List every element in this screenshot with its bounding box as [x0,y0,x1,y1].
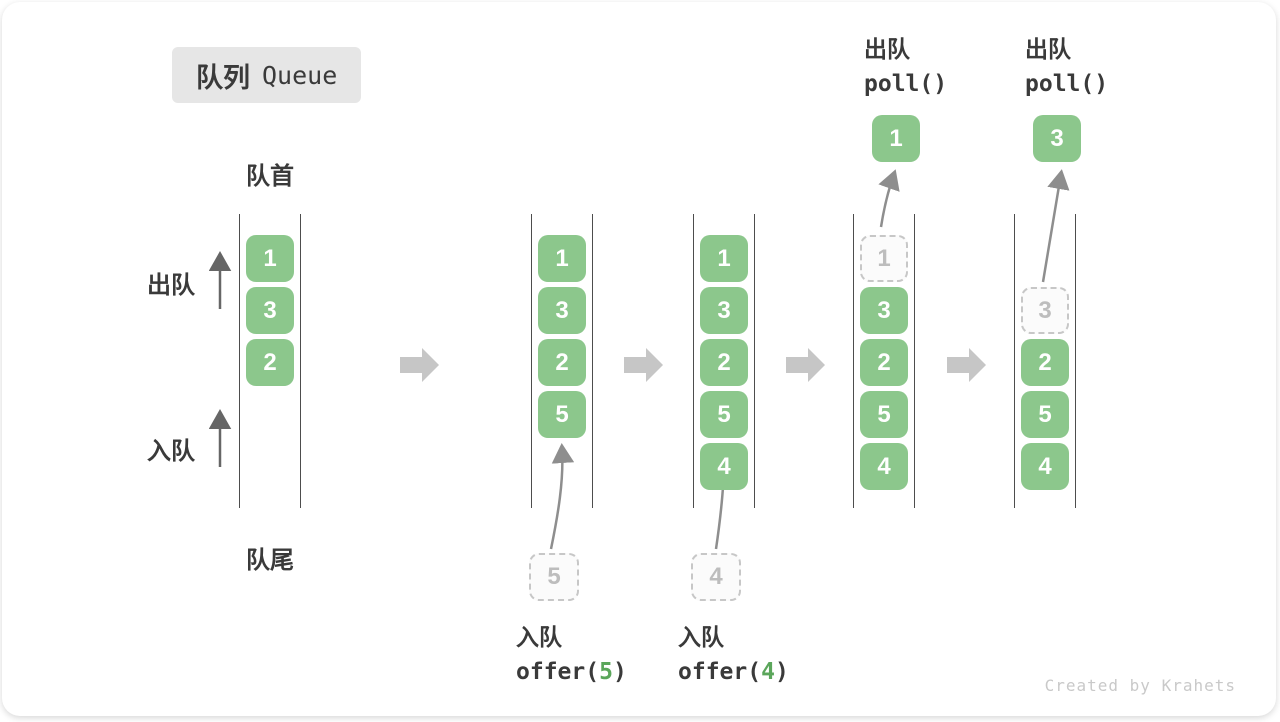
op-code-arg: 5 [599,659,613,685]
dequeue-op-code: poll() [864,71,948,97]
queue-state-5: 3 2 5 4 出队 poll() 3 [1014,36,1108,508]
queue-slot-dashed: 3 [1021,287,1069,334]
enqueue-op-label: 入队 [516,624,562,650]
queue-slot: 1 [700,235,748,282]
title-badge: 队列 Queue [172,47,362,103]
next-step-arrow-icon [400,348,439,382]
title-text-zh: 队列 [196,62,250,93]
queue-slot: 4 [700,443,748,490]
queue-slot: 1 [538,235,586,282]
dequeue-op-caption: 出队 poll() [1025,32,1108,102]
op-code-text: ) [612,659,627,685]
dequeue-op-code: poll() [1025,71,1109,97]
next-step-arrow-icon [786,348,825,382]
queue-slot: 2 [538,339,586,386]
op-code-text: offer( [678,659,762,685]
op-code-text: offer( [516,659,600,685]
queue-slot: 5 [700,391,748,438]
queue-slot: 3 [246,287,294,334]
dequeue-value-box: 3 [1033,115,1081,162]
enqueue-op-code: offer(5) [516,655,627,690]
enqueue-value-box: 4 [691,553,741,601]
label-queue-tail: 队尾 [246,547,294,574]
queue-slot: 3 [700,287,748,334]
queue-slot: 1 [246,235,294,282]
queue-slot: 5 [538,391,586,438]
op-code-text: ) [774,659,789,685]
queue-slot: 5 [860,391,908,438]
queue-slot: 3 [538,287,586,334]
label-enqueue-side: 入队 [147,438,195,465]
enqueue-op-caption: 入队 offer(4) [678,620,789,690]
enqueue-op-caption: 入队 offer(5) [516,620,627,690]
queue-slot: 2 [860,339,908,386]
next-step-arrow-icon [624,348,663,382]
dequeue-op-label: 出队 [1025,36,1071,62]
queue-slot-dashed: 1 [860,235,908,282]
queue-slot: 2 [700,339,748,386]
label-dequeue-side: 出队 [147,272,195,299]
queue-state-4: 1 3 2 5 4 出队 poll() 1 [853,36,947,508]
queue-slot: 2 [246,339,294,386]
queue-slot: 4 [860,443,908,490]
title-text-en: Queue [262,60,338,90]
queue-state-1: 1 3 2 [239,214,301,508]
dequeue-op-label: 出队 [864,36,910,62]
queue-slot: 4 [1021,443,1069,490]
next-step-arrow-icon [947,348,986,382]
queue-slot: 5 [1021,391,1069,438]
queue-slot: 2 [1021,339,1069,386]
label-queue-head: 队首 [246,163,294,190]
enqueue-value-box: 5 [529,553,579,601]
queue-slot: 3 [860,287,908,334]
enqueue-op-label: 入队 [678,624,724,650]
watermark: Created by Krahets [1044,676,1236,695]
dequeue-op-caption: 出队 poll() [864,32,947,102]
op-code-arg: 4 [761,659,775,685]
enqueue-op-code: offer(4) [678,655,789,690]
dequeue-value-box: 1 [872,115,920,162]
